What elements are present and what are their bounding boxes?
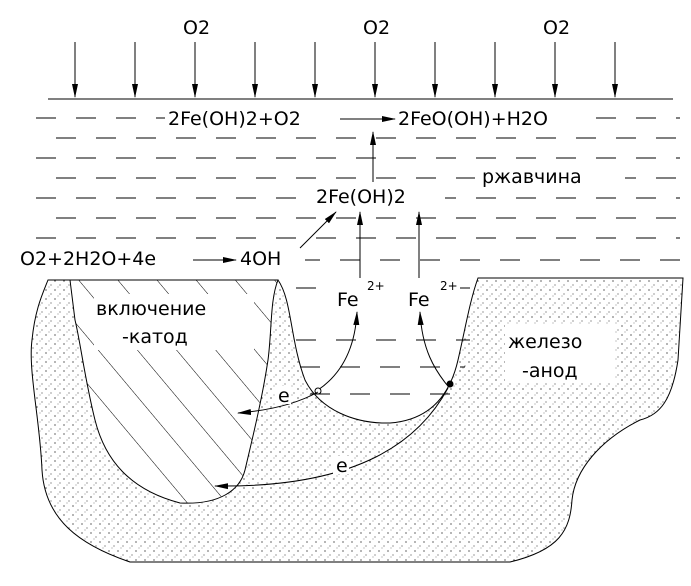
ion-path-1 (317, 311, 360, 391)
anode-label: -анод (522, 360, 578, 382)
oxygen-label: O2 (183, 17, 210, 39)
hydroxide-label: 4OH (240, 248, 281, 270)
electron-path-1 (237, 391, 319, 415)
ion-charge-1: 2+ (367, 279, 385, 293)
anode-site (446, 380, 454, 388)
cathode-label: -катод (122, 326, 188, 348)
oxygen-arrows (72, 42, 618, 98)
electron-label-2: e (336, 455, 348, 477)
oxygen-label: O2 (363, 17, 390, 39)
electron-path-2 (214, 387, 449, 490)
ferrous-ion-2: Fe (408, 289, 430, 311)
electron-label-1: e (278, 385, 290, 407)
reaction-reactants: 2Fe(OH)2+O2 (168, 108, 301, 130)
inclusion-label: включение (96, 298, 206, 320)
ion-path-2 (417, 311, 448, 386)
text-masks (15, 106, 625, 312)
cathode-reaction-label: O2+2H2O+4e (20, 248, 156, 270)
hydroxide-arrow (299, 211, 337, 249)
ion-charge-2: 2+ (440, 279, 458, 293)
ferrous-hydroxide-label: 2Fe(OH)2 (316, 186, 406, 208)
iron-label: железо (508, 331, 582, 353)
reaction-products: 2FeO(OH)+H2O (398, 108, 548, 130)
ferrous-ion-1: Fe (337, 289, 359, 311)
rust-label: ржавчина (482, 166, 582, 188)
oxygen-label: O2 (543, 17, 570, 39)
